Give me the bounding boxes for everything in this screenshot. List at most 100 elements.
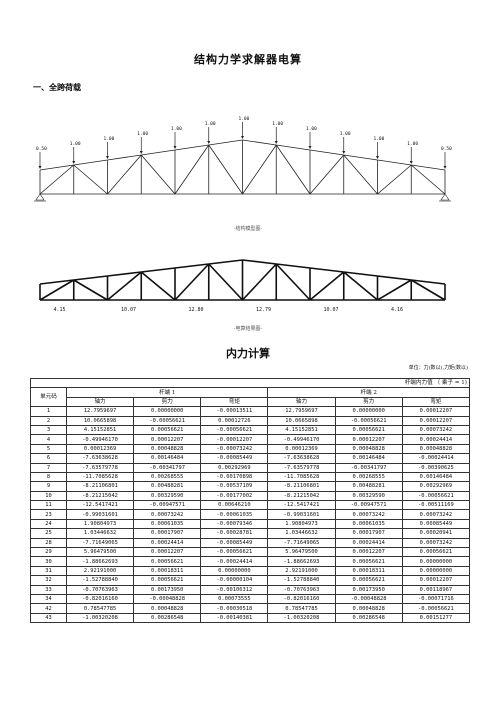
load-arrow-head xyxy=(241,136,244,139)
value-cell: 0.00073242 xyxy=(334,509,403,520)
value-cell: -1.88662693 xyxy=(65,556,135,567)
value-cell: 0.00061035 xyxy=(133,518,202,530)
value-cell: -8.21106801 xyxy=(65,481,135,492)
element-code-cell: 5 xyxy=(30,443,67,455)
value-cell: 12.7959697 xyxy=(267,406,336,417)
value-cell: 0.00329590 xyxy=(133,490,202,502)
value-cell: -0.00085449 xyxy=(200,537,269,549)
load-arrow-head xyxy=(376,156,379,159)
value-cell: -0.00056621 xyxy=(401,490,471,502)
truss-member xyxy=(107,271,142,277)
value-cell: -11.7085628 xyxy=(267,471,336,483)
truss-member xyxy=(107,154,142,195)
element-code-cell: 30 xyxy=(30,556,67,567)
value-cell: 0.00173950 xyxy=(133,584,202,596)
value-cell: 0.00012207 xyxy=(401,406,471,417)
subheader-2: 弯矩 xyxy=(200,396,269,408)
truss-member xyxy=(174,263,209,269)
value-cell: -1.52788840 xyxy=(267,575,336,586)
truss-member xyxy=(73,164,108,195)
value-cell: 1.90804973 xyxy=(65,518,135,530)
subheader-3: 轴力 xyxy=(267,396,336,408)
value-cell: 4.15152851 xyxy=(65,424,135,436)
value-cell: 0.00085449 xyxy=(401,518,471,530)
value-cell: 10.0665898 xyxy=(267,415,336,426)
truss-member xyxy=(106,271,142,301)
value-cell: 0.00056621 xyxy=(334,424,403,436)
truss-member xyxy=(242,144,277,195)
value-cell: -0.70763963 xyxy=(65,584,135,596)
subheader-4: 剪力 xyxy=(334,396,403,408)
bottom-axial-value: 4.16 xyxy=(391,307,403,313)
value-cell: 0.00146484 xyxy=(401,471,471,483)
truss-member xyxy=(275,144,311,195)
value-cell: -0.00511169 xyxy=(401,500,471,511)
table-group-header: 单元码 杆端 1 杆端 2 xyxy=(30,387,470,408)
value-cell: 2.92191000 xyxy=(65,565,135,577)
load-label: 1.00 xyxy=(407,141,418,147)
table-subtitle-row: 杆端内力值 （ 乘子 = 1) xyxy=(29,377,470,389)
value-cell: -0.00140381 xyxy=(200,612,269,624)
element-code-cell: 3 xyxy=(30,424,67,436)
truss-member xyxy=(309,149,344,156)
load-label: 0.50 xyxy=(36,146,47,152)
load-label: 1.00 xyxy=(171,126,182,132)
value-cell: -0.00024414 xyxy=(401,453,471,464)
bottom-axial-value: 12.80 xyxy=(189,307,204,313)
value-cell: -1.52788840 xyxy=(65,575,135,586)
value-cell: -0.00170898 xyxy=(200,471,269,483)
value-cell: 4.15152851 xyxy=(267,424,336,436)
value-cell: 0.00012207 xyxy=(334,434,403,445)
value-cell: 0.00329590 xyxy=(334,490,403,502)
value-cell: 0.00646210 xyxy=(200,500,269,511)
units-note: 单位：力(数以),力矩(数以) xyxy=(408,365,468,371)
element-code-header: 单元码 xyxy=(30,387,67,408)
value-cell: -0.00085449 xyxy=(200,453,269,464)
load-arrow-head xyxy=(38,166,42,169)
load-arrow-head xyxy=(308,146,312,149)
value-cell: -0.00056621 xyxy=(334,415,403,426)
element-code-cell: 11 xyxy=(30,500,67,511)
value-cell: 0.00073242 xyxy=(401,424,471,436)
truss-member xyxy=(208,259,243,265)
subheader-5: 弯矩 xyxy=(401,396,471,408)
value-cell: -0.00048828 xyxy=(133,593,202,605)
value-cell: -0.49946170 xyxy=(267,434,336,445)
value-cell: -7.63579778 xyxy=(267,462,336,473)
value-cell: -7.63638628 xyxy=(267,453,336,464)
truss-member xyxy=(242,259,277,265)
truss-member xyxy=(174,144,209,151)
truss-member xyxy=(141,149,176,156)
load-label: 1.00 xyxy=(239,116,250,122)
load-arrow-head xyxy=(342,151,346,154)
results-caption: -电算结果图- xyxy=(233,326,263,332)
truss-member xyxy=(309,154,345,195)
truss-member xyxy=(377,159,412,166)
truss-members xyxy=(39,139,446,195)
element-code-cell: 6 xyxy=(30,453,67,464)
truss-member xyxy=(242,139,277,146)
truss-member xyxy=(174,263,210,301)
value-cell: 10.0665898 xyxy=(65,415,135,426)
truss-member xyxy=(343,271,379,301)
truss-member xyxy=(141,267,176,273)
value-cell: 0.00073242 xyxy=(401,537,471,549)
value-cell: -1.00320208 xyxy=(267,612,336,624)
value-cell: -0.00012207 xyxy=(200,434,269,445)
load-arrows: 0.501.001.001.001.001.001.001.001.001.00… xyxy=(36,116,452,169)
value-cell: 0.00048828 xyxy=(334,443,403,455)
element-code-cell: 31 xyxy=(30,565,67,577)
value-cell: -0.00947571 xyxy=(334,500,403,511)
value-cell: -0.00947571 xyxy=(133,500,202,511)
element-code-cell: 25 xyxy=(30,528,67,539)
structure-model-diagram: 0.501.001.001.001.001.001.001.001.001.00… xyxy=(34,116,452,202)
value-cell: -1.88662693 xyxy=(267,556,336,567)
